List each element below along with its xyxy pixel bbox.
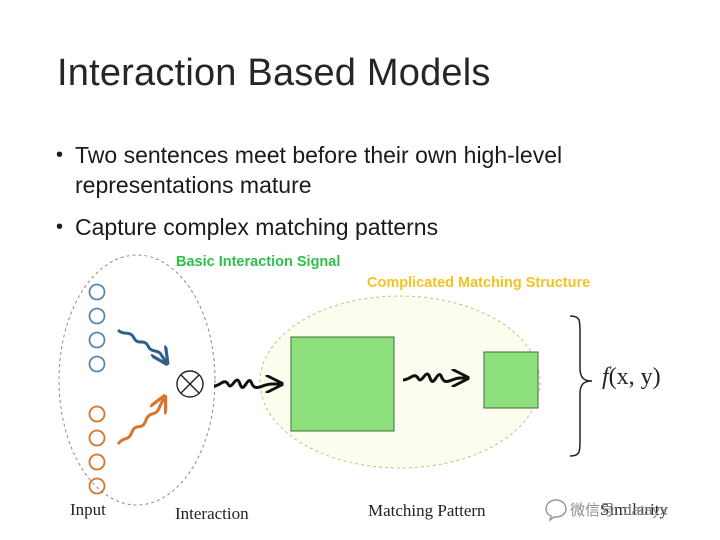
basic-interaction-signal-label: Basic Interaction Signal: [176, 254, 341, 270]
sentence-x-nodes: [88, 283, 106, 373]
wavy-arrow-blue-icon: [116, 328, 166, 362]
interaction-label: Interaction: [175, 504, 249, 523]
function-args: (x, y): [608, 364, 661, 390]
input-label: Input: [70, 500, 106, 519]
input-node: [88, 405, 106, 423]
input-node: [88, 283, 106, 301]
watermark-text: 微信号: datayx: [570, 502, 668, 519]
input-node: [88, 331, 106, 349]
input-group-ellipse: [58, 254, 216, 506]
similarity-label: Similarity: [600, 500, 668, 519]
sentence-y-nodes: [88, 405, 106, 495]
matching-pattern-large: [290, 336, 395, 432]
matching-pattern-small: [483, 351, 539, 409]
wavy-arrow-orange-icon: [116, 398, 164, 445]
bullet-text-2: Capture complex matching patterns: [75, 214, 439, 240]
input-node: [88, 453, 106, 471]
similarity-function: f(x, y): [602, 364, 661, 391]
wavy-arrow-icon: [402, 374, 466, 381]
watermark: [543, 495, 713, 525]
input-node: [88, 355, 106, 373]
function-name: f: [602, 364, 609, 390]
interaction-operator-icon: [176, 370, 204, 398]
curly-brace-icon: [569, 315, 593, 457]
matching-pattern-label: Matching Pattern: [368, 501, 486, 520]
wechat-icon: [545, 499, 567, 522]
input-node: [88, 477, 106, 495]
wavy-arrow-icon: [213, 380, 280, 387]
slide-title: Interaction Based Models: [57, 52, 491, 94]
bullet-dot-icon: •: [56, 216, 64, 238]
bullet-text-1: Two sentences meet before their own high…: [75, 142, 563, 198]
bullet-dot-icon: •: [56, 144, 64, 166]
bullet-item-1: • Two sentences meet before their own hi…: [56, 140, 696, 200]
input-node: [88, 307, 106, 325]
bullet-item-2: • Capture complex matching patterns: [56, 212, 696, 242]
complicated-matching-structure-label: Complicated Matching Structure: [367, 275, 591, 291]
bullet-list: • Two sentences meet before their own hi…: [56, 140, 696, 254]
input-node: [88, 429, 106, 447]
